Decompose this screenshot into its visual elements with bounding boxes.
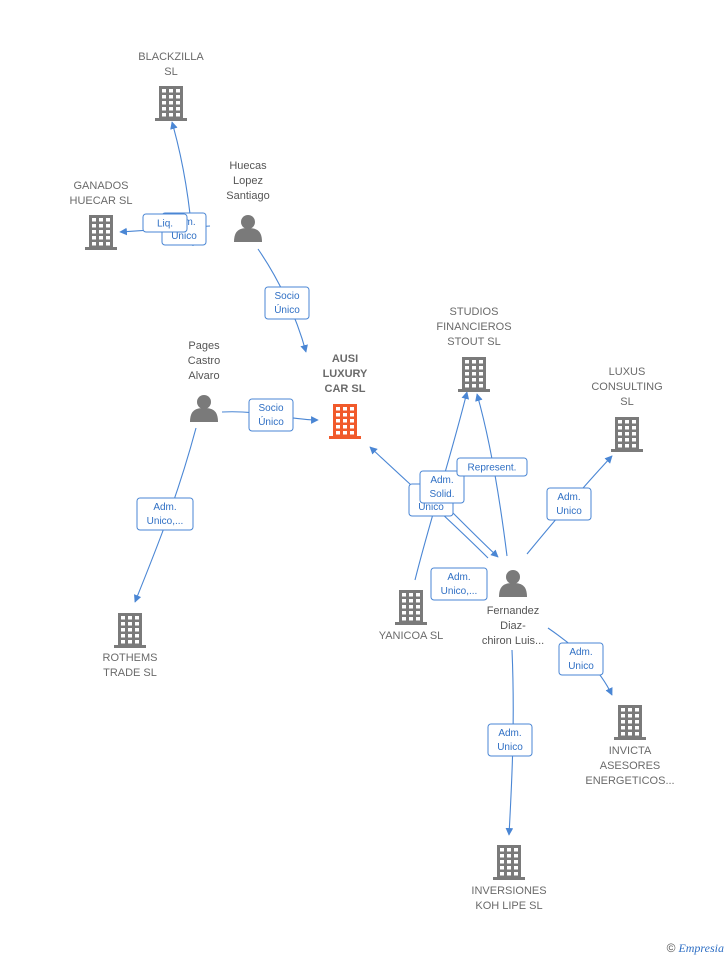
building-icon <box>155 86 187 121</box>
node-label: LUXUS <box>609 366 646 378</box>
node-label: YANICOA SL <box>379 630 444 642</box>
edge-label-text: Unico <box>497 742 523 753</box>
edge-label-text: Único <box>274 303 300 316</box>
edge-label-text: Unico,... <box>147 516 184 527</box>
node-label: GANADOS <box>73 180 128 192</box>
node-label: ENERGETICOS... <box>585 775 674 787</box>
edge-label-e8[interactable]: Represent. <box>456 457 528 477</box>
edge-label-text: Unico <box>171 231 197 242</box>
node-yanicoa[interactable]: YANICOA SL <box>379 590 444 642</box>
node-rothems[interactable]: ROTHEMS TRADE SL <box>103 613 158 679</box>
node-label: CONSULTING <box>591 381 662 393</box>
node-label: SL <box>620 396 633 408</box>
edge-label-text: Único <box>258 415 284 428</box>
edge-label-e12[interactable]: Adm. Unico <box>487 723 533 757</box>
edge-label-e11[interactable]: Adm. Unico <box>558 642 604 676</box>
building-icon <box>329 404 361 439</box>
edge-label-e5[interactable]: Adm. Unico,... <box>136 497 194 531</box>
building-icon <box>114 613 146 648</box>
edge-label-text: Unico <box>556 506 582 517</box>
edge-label-text: Socio <box>258 403 283 414</box>
node-label: CAR SL <box>325 383 366 395</box>
node-label: Castro <box>188 355 220 367</box>
node-luxus[interactable]: LUXUS CONSULTING SL <box>591 366 663 452</box>
edge-label-text: Solid. <box>429 489 454 500</box>
node-invicta[interactable]: INVICTA ASESORES ENERGETICOS... <box>585 705 675 787</box>
edge-label-e10[interactable]: Adm. Unico,... <box>430 567 488 601</box>
node-label: HUECAR SL <box>70 195 133 207</box>
node-label: BLACKZILLA <box>138 51 204 63</box>
edge-label-text: Liq. <box>157 219 173 230</box>
edge-label-text: Unico,... <box>441 586 478 597</box>
node-ganados[interactable]: GANADOS HUECAR SL <box>70 180 133 250</box>
node-label: INVERSIONES <box>471 885 546 897</box>
node-label: INVICTA <box>609 745 652 757</box>
building-icon <box>85 215 117 250</box>
node-inversiones[interactable]: INVERSIONES KOH LIPE SL <box>471 845 547 912</box>
node-label: Santiago <box>226 190 269 202</box>
edge-label-text: Adm. <box>430 475 453 486</box>
node-label: KOH LIPE SL <box>475 900 542 912</box>
node-studios[interactable]: STUDIOS FINANCIEROS STOUT SL <box>436 306 512 392</box>
node-label: SL <box>164 66 177 78</box>
node-label: Diaz- <box>500 620 526 632</box>
node-label: STOUT SL <box>447 336 500 348</box>
node-label: Lopez <box>233 175 263 187</box>
node-label: FINANCIEROS <box>436 321 511 333</box>
node-label: STUDIOS <box>450 306 499 318</box>
node-label: LUXURY <box>323 368 368 380</box>
empresia-watermark: © Empresia <box>667 941 724 956</box>
building-icon <box>614 705 646 740</box>
person-icon <box>234 215 262 242</box>
edge-label-text: Adm. <box>447 572 470 583</box>
brand-logo-text: Empresia <box>678 941 724 955</box>
node-label: Fernandez <box>487 605 540 617</box>
edge-label-text: Represent. <box>468 463 517 474</box>
edge-label-text: Unico <box>418 502 444 513</box>
edge-label-e9[interactable]: Adm. Unico <box>546 487 592 521</box>
edge-label-text: Adm. <box>498 728 521 739</box>
node-label: Pages <box>188 340 220 352</box>
edge-label-e7[interactable]: Adm. Solid. <box>419 470 465 504</box>
copyright-icon: © <box>666 941 676 955</box>
person-icon <box>190 395 218 422</box>
node-label: TRADE SL <box>103 667 157 679</box>
node-label: Alvaro <box>188 370 219 382</box>
edge-label-text: Adm. <box>569 647 592 658</box>
node-label: Huecas <box>229 160 267 172</box>
person-icon <box>499 570 527 597</box>
node-label: chiron Luis... <box>482 635 544 647</box>
edge-label-text: Adm. <box>557 492 580 503</box>
node-label: AUSI <box>332 353 358 365</box>
node-blackzilla[interactable]: BLACKZILLA SL <box>138 51 204 121</box>
edge-label-text: Adm. <box>153 502 176 513</box>
edge-label-e2[interactable]: Liq. <box>142 213 188 233</box>
edge-line-e10 <box>447 507 499 558</box>
node-ausi[interactable]: AUSI LUXURY CAR SL <box>323 353 368 439</box>
building-icon <box>493 845 525 880</box>
building-icon <box>611 417 643 452</box>
building-icon <box>458 357 490 392</box>
node-label: ROTHEMS <box>103 652 158 664</box>
edge-label-text: Unico <box>568 661 594 672</box>
edge-label-text: Socio <box>274 291 299 302</box>
node-label: ASESORES <box>600 760 661 772</box>
building-icon <box>395 590 427 625</box>
